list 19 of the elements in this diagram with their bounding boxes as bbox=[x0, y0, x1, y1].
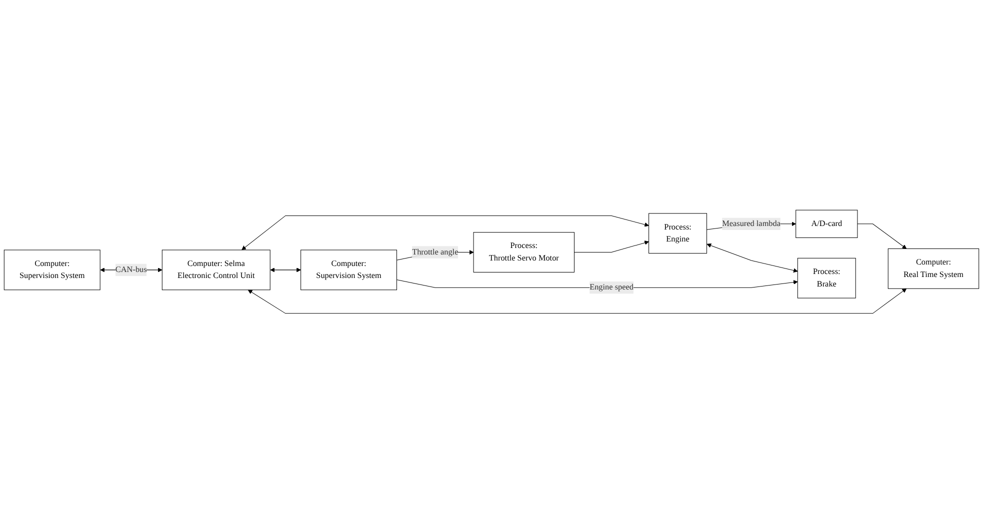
arrow bbox=[248, 288, 907, 314]
edge-label: CAN-bus bbox=[115, 266, 147, 274]
edge-label: Throttle angle bbox=[412, 248, 458, 257]
arrow bbox=[857, 224, 907, 250]
arrow bbox=[574, 240, 649, 253]
arrow bbox=[396, 280, 798, 288]
arrow bbox=[706, 244, 798, 273]
edge-label: Measured lambda bbox=[722, 220, 781, 228]
edge-label: Engine speed bbox=[590, 283, 634, 292]
arrow bbox=[242, 216, 649, 250]
arrow bbox=[270, 268, 301, 272]
node-box: Computer: Selma Electronic Control Unit bbox=[162, 250, 270, 290]
node-box: Process: Throttle Servo Motor bbox=[473, 232, 574, 273]
node-box: Process: Engine bbox=[648, 213, 707, 254]
node-box: A/D-card bbox=[796, 210, 858, 238]
node-box: Computer: Supervision System bbox=[300, 250, 397, 290]
node-box: Computer: Supervision System bbox=[4, 250, 100, 290]
node-box: Computer: Real Time System bbox=[888, 248, 980, 290]
node-box: Process: Brake bbox=[797, 258, 856, 299]
